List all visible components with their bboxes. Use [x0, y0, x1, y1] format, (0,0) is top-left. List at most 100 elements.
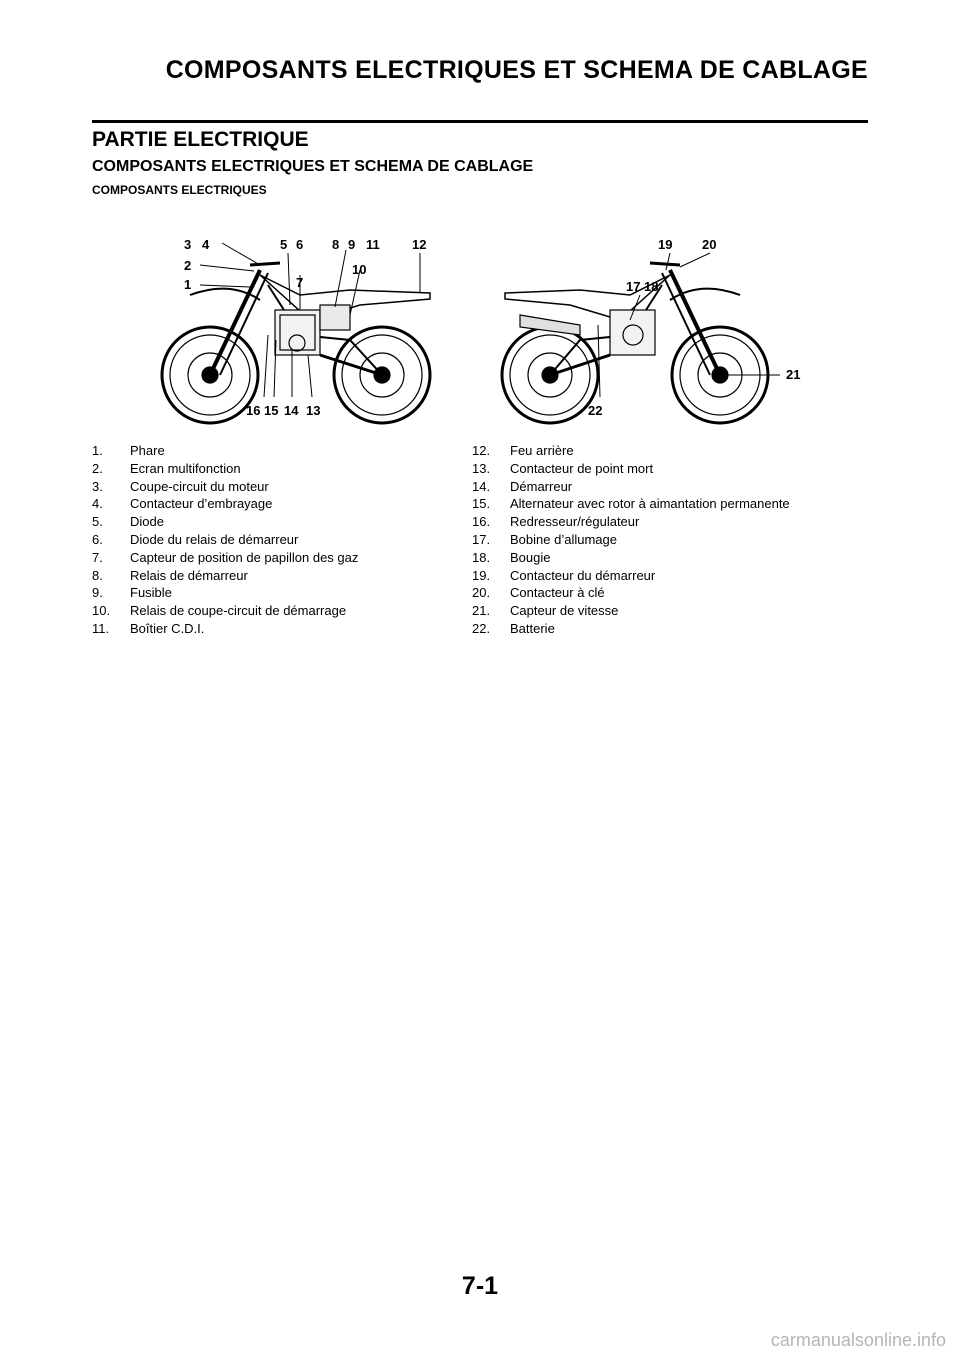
legend-number: 4. — [92, 496, 103, 512]
legend-item: 10. Relais de coupe-circuit de démarrage — [92, 602, 358, 620]
legend-label: Capteur de position de papillon des gaz — [130, 549, 359, 565]
callout-16: 16 — [246, 403, 261, 418]
legend-item: 12. Feu arrière — [472, 442, 790, 460]
legend-label: Redresseur/régulateur — [510, 514, 640, 530]
legend-item: 13. Contacteur de point mort — [472, 460, 790, 478]
callout-6: 6 — [296, 237, 304, 252]
legend-number: 10. — [92, 603, 111, 619]
callout-1: 1 — [184, 277, 192, 292]
callout-14: 14 — [284, 403, 299, 418]
callout-13: 13 — [306, 403, 321, 418]
legend-list-left: 1. Phare 2. Ecran multifonction 3. Coupe-ci… — [92, 442, 358, 638]
motorcycle-left-side-view — [500, 261, 770, 425]
legend-label: Ecran multifonction — [130, 460, 241, 476]
legend-item: 14. Démarreur — [472, 478, 790, 496]
legend-label: Relais de coupe-circuit de démarrage — [130, 603, 347, 619]
legend-number: 17. — [472, 531, 491, 547]
legend-item: 19. Contacteur du démarreur — [472, 567, 790, 585]
legend-label: Alternateur avec rotor à aimantation per… — [510, 496, 790, 512]
legend-number: 5. — [92, 514, 103, 530]
legend-label: Contacteur à clé — [510, 585, 605, 601]
legend-number: 12. — [472, 443, 491, 458]
callout-3: 3 — [184, 237, 192, 252]
legend-label: Coupe-circuit du moteur — [130, 478, 269, 494]
legend-label: Capteur de vitesse — [510, 603, 619, 619]
callout-4: 4 — [202, 237, 210, 252]
callout-11: 11 — [366, 237, 380, 252]
legend-label: Contacteur du démarreur — [510, 567, 656, 583]
callout-7: 7 — [296, 275, 304, 290]
callout-5: 5 — [280, 237, 288, 252]
legend-number: 15. — [472, 496, 491, 512]
page-number: 7-1 — [461, 1272, 499, 1300]
legend-item: 6. Diode du relais de démarreur — [92, 531, 358, 549]
legend-number: 8. — [92, 567, 103, 583]
callout-22: 22 — [588, 403, 603, 418]
legend-item: 7. Capteur de position de papillon des ga… — [92, 549, 358, 567]
legend-label: Diode du relais de démarreur — [130, 531, 299, 547]
subsection-title: COMPOSANTS ELECTRIQUES ET SCHEMA DE CABL… — [92, 158, 534, 175]
legend-number: 1. — [92, 443, 103, 458]
callout-9: 9 — [348, 237, 356, 252]
legend-label: Contacteur de point mort — [510, 460, 654, 476]
header-rule — [92, 120, 868, 123]
legend-item: 2. Ecran multifonction — [92, 460, 358, 478]
callout-15: 15 — [264, 403, 279, 418]
motorcycle-right-side-view — [160, 261, 432, 425]
legend-number: 14. — [472, 478, 491, 494]
legend-label: Phare — [130, 443, 165, 458]
legend-item: 21. Capteur de vitesse — [472, 602, 790, 620]
section-title: PARTIE ELECTRIQUE — [92, 128, 309, 151]
callout-2: 2 — [184, 258, 192, 273]
legend-number: 2. — [92, 460, 103, 476]
legend-number: 3. — [92, 478, 103, 494]
legend-label: Contacteur d’embrayage — [130, 496, 273, 512]
legend-item: 22.Batterie — [472, 620, 790, 638]
watermark: carmanualsonline.info — [770, 1330, 946, 1350]
legend-label: Bobine d’allumage — [510, 531, 617, 547]
callout-10: 10 — [352, 262, 367, 277]
legend-item: 8. Relais de démarreur — [92, 567, 358, 585]
legend-label: Relais de démarreur — [130, 567, 248, 583]
legend-label: Bougie — [510, 549, 551, 565]
legend-number: 20. — [472, 585, 491, 601]
legend-number: 9. — [92, 585, 103, 601]
legend-item: 15. Alternateur avec rotor à aimantation … — [472, 495, 790, 513]
legend-number: 21. — [472, 603, 491, 619]
motorcycle-illustration — [160, 242, 780, 425]
legend-item: 9. Fusible — [92, 584, 358, 602]
legend-number: 19. — [472, 567, 491, 583]
callout-12: 12 — [412, 237, 427, 252]
legend-item: 5. Diode — [92, 513, 358, 531]
legend-number: 6. — [92, 531, 103, 547]
legend-label: Feu arrière — [510, 443, 574, 458]
callout-17: 17 — [626, 279, 641, 294]
subsubsection-title: COMPOSANTS ELECTRIQUES — [92, 183, 267, 197]
legend-number: 11. — [92, 620, 110, 636]
legend-label: Fusible — [130, 585, 172, 601]
legend-item: 17. Bobine d’allumage — [472, 531, 790, 549]
legend-list-right: 12. Feu arrière 13. Contacteur de point mo… — [472, 442, 790, 638]
callout-18: 18 — [644, 279, 659, 294]
legend-number: 7. — [92, 549, 103, 565]
callout-20: 20 — [702, 237, 717, 252]
legend-item: 1. Phare — [92, 442, 358, 460]
legend-number: 13. — [472, 460, 491, 476]
legend-label: Boîtier C.D.I. — [130, 620, 205, 636]
legend-label: Diode — [130, 514, 164, 530]
legend-number: 16. — [472, 514, 491, 530]
legend-label: Batterie — [510, 620, 555, 636]
running-header-title: COMPOSANTS ELECTRIQUES ET SCHEMA DE CABL… — [165, 56, 868, 84]
callout-19: 19 — [658, 237, 673, 252]
callout-8: 8 — [332, 237, 340, 252]
legend-item: 16. Redresseur/régulateur — [472, 513, 790, 531]
legend-item: 4. Contacteur d’embrayage — [92, 495, 358, 513]
legend-item: 11. Boîtier C.D.I. — [92, 620, 358, 638]
legend-number: 18. — [472, 549, 491, 565]
legend-label: Démarreur — [510, 478, 573, 494]
callout-group-left: 3 4 5 6 8 9 11 12 2 10 7 1 16 15 14 13 — [150, 225, 450, 425]
callout-21: 21 — [786, 367, 801, 382]
callout-group-right: 19 20 17 18 21 22 — [480, 225, 820, 425]
legend-item: 20. Contacteur à clé — [472, 584, 790, 602]
legend-item: 3. Coupe-circuit du moteur — [92, 478, 358, 496]
